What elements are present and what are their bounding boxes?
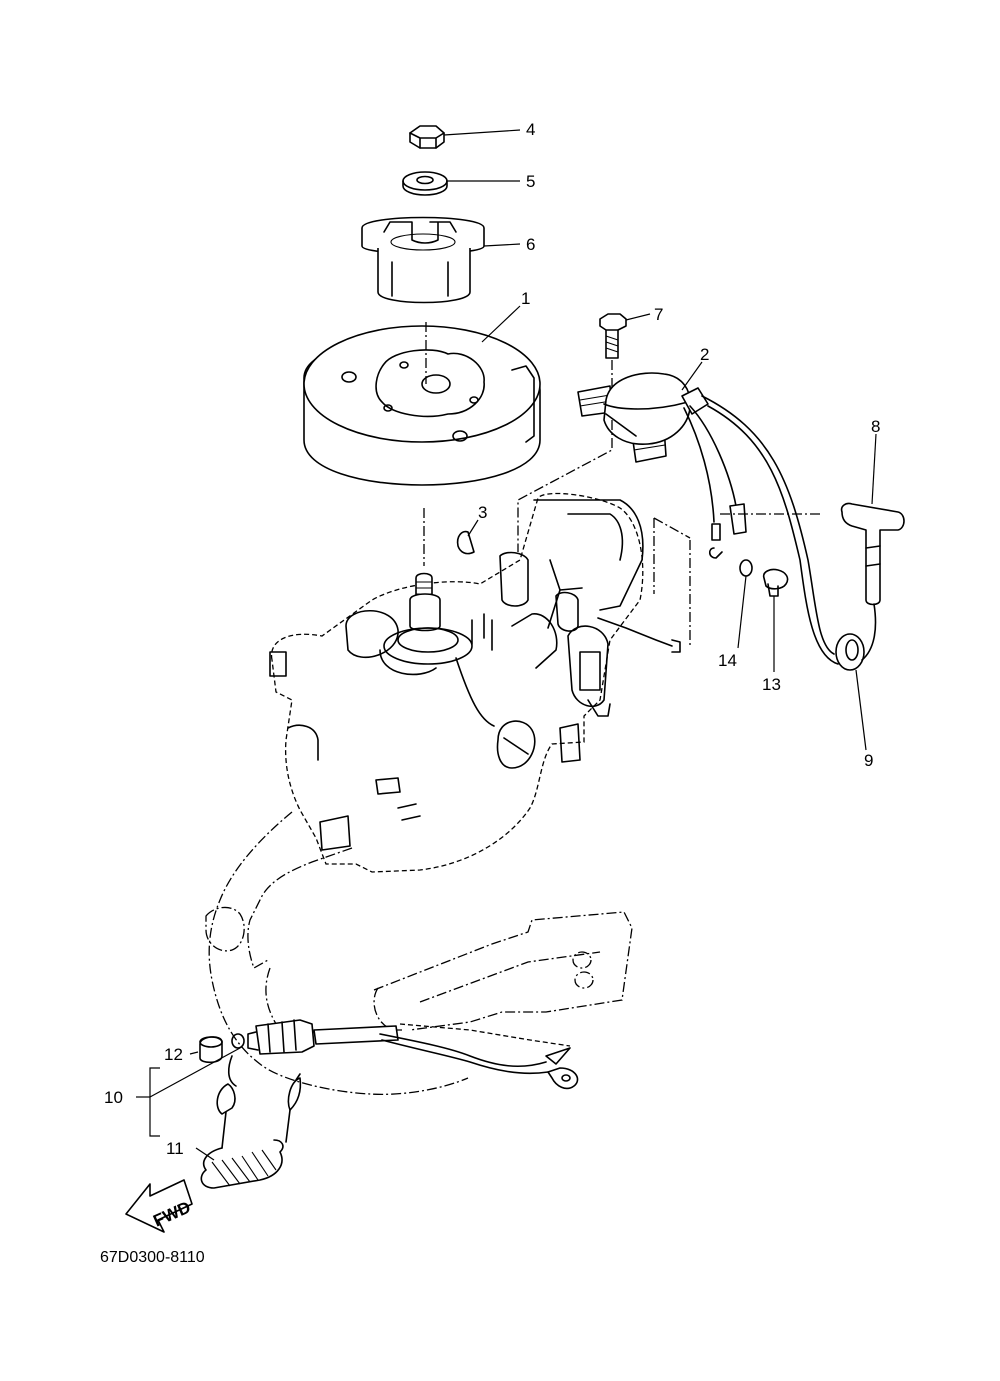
callout-10: 10	[104, 1088, 123, 1107]
power-head	[269, 492, 681, 873]
part-starter-pulley	[361, 216, 485, 304]
part-bolt	[599, 313, 627, 359]
callout-1: 1	[521, 289, 530, 308]
high-tension-cord	[701, 395, 835, 655]
part-lock-washer	[739, 559, 753, 577]
part-grommet	[835, 633, 865, 671]
part-nut	[409, 125, 445, 149]
callout-8: 8	[871, 417, 880, 436]
lower-casing	[205, 811, 633, 1095]
part-lanyard	[200, 1055, 302, 1189]
callout-7: 7	[654, 305, 663, 324]
callout-11: 11	[166, 1139, 184, 1158]
callout-6: 6	[526, 235, 535, 254]
callout-9: 9	[864, 751, 873, 770]
callout-14: 14	[718, 651, 737, 670]
callout-13: 13	[762, 675, 781, 694]
leader-lines	[136, 129, 877, 1161]
callout-5: 5	[526, 172, 535, 191]
callout-4: 4	[526, 120, 535, 139]
catalog-code: 67D0300-8110	[100, 1249, 205, 1266]
callout-labels: 4 5 6 1 7 2 8 3 14 13 9 12 10 11	[104, 120, 880, 1158]
part-washer	[402, 171, 448, 196]
fwd-arrow: FWD	[125, 1179, 193, 1233]
part-stop-switch	[231, 1019, 579, 1090]
part-switch-cap	[199, 1036, 223, 1064]
part-woodruff-key	[456, 530, 475, 555]
callout-12: 12	[164, 1045, 183, 1064]
callout-2: 2	[700, 345, 709, 364]
part-spark-plug-cap	[840, 502, 905, 606]
part-flywheel-magneto	[303, 325, 541, 486]
part-ignition-coil	[577, 372, 709, 463]
callout-3: 3	[478, 503, 487, 522]
part-screw	[762, 568, 789, 597]
